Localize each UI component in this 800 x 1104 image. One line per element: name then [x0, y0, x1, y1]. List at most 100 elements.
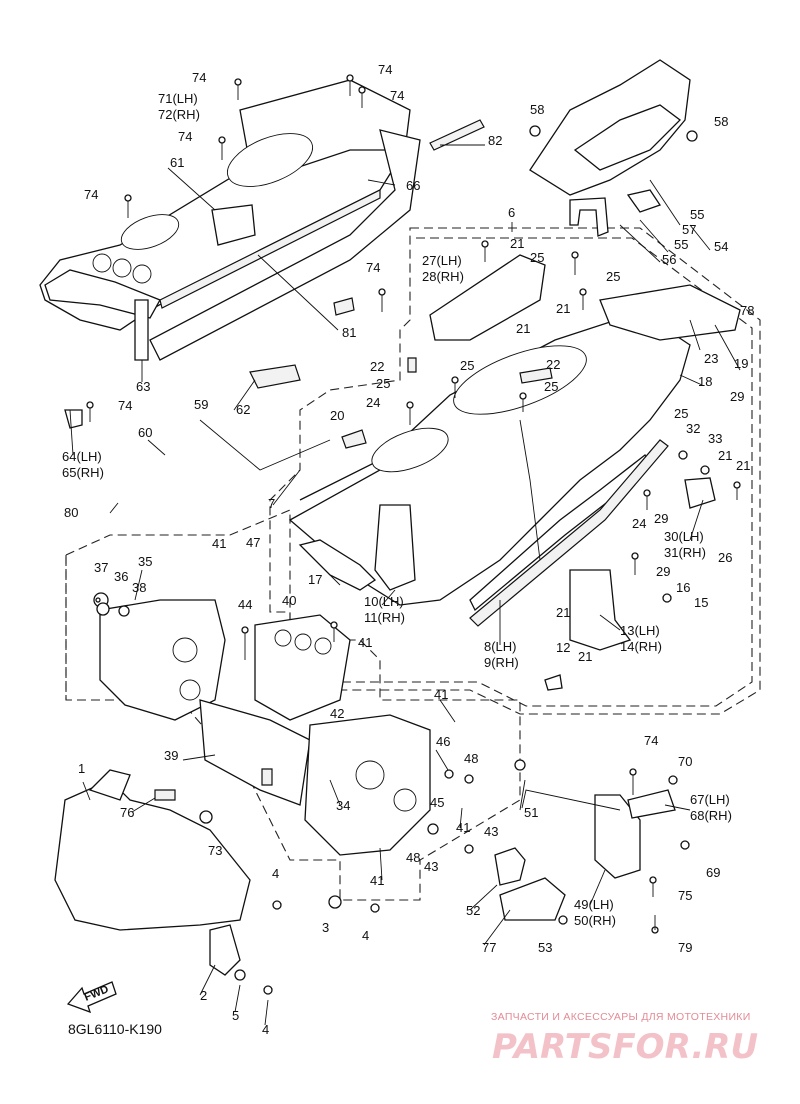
part-label-p76: 76 — [120, 805, 134, 820]
part-label-p43a: 43 — [484, 824, 498, 839]
part-label-p14: 14(RH) — [620, 639, 662, 654]
part-label-p77: 77 — [482, 940, 496, 955]
part-label-p66: 66 — [406, 178, 420, 193]
part-label-p26: 26 — [718, 550, 732, 565]
part-label-p11: 11(RH) — [364, 610, 405, 625]
fasteners — [86, 74, 741, 995]
part-label-p12: 12 — [556, 640, 570, 655]
part-label-p25d: 25 — [376, 376, 390, 391]
part-label-p23: 23 — [704, 351, 718, 366]
part-label-p41c: 41 — [434, 687, 448, 702]
part-label-p71: 71(LH) — [158, 91, 198, 106]
part-label-p4c: 4 — [262, 1022, 269, 1037]
part-label-p78: 78 — [740, 303, 754, 318]
part-label-p21b: 21 — [516, 321, 530, 336]
part-label-p29a: 29 — [730, 389, 744, 404]
part-label-p9: 9(RH) — [484, 655, 519, 670]
part-label-p69: 69 — [706, 865, 720, 880]
part-label-p74b: 74 — [378, 62, 392, 77]
part-label-p34: 34 — [336, 798, 350, 813]
part-label-p21c: 21 — [556, 301, 570, 316]
part-label-p25e: 25 — [544, 379, 558, 394]
rear-bumper — [529, 59, 698, 237]
part-label-p74g: 74 — [118, 398, 132, 413]
part-label-p48b: 48 — [406, 850, 420, 865]
part-label-p80: 80 — [64, 505, 78, 520]
part-label-p19: 19 — [734, 356, 748, 371]
part-label-p20: 20 — [330, 408, 344, 423]
part-label-p56: 56 — [662, 252, 676, 267]
part-label-p45: 45 — [430, 795, 444, 810]
part-label-p32: 32 — [686, 421, 700, 436]
part-label-p24b: 24 — [632, 516, 646, 531]
part-label-p44: 44 — [238, 597, 252, 612]
part-label-p58a: 58 — [530, 102, 544, 117]
part-label-p55b: 55 — [674, 237, 688, 252]
part-label-p2: 2 — [200, 988, 207, 1003]
part-label-p21g: 21 — [578, 649, 592, 664]
front-frame — [54, 592, 676, 976]
part-label-p49: 49(LH) — [574, 897, 614, 912]
part-number-labels: 1234445678(LH)9(RH)10(LH)11(RH)1213(LH)1… — [62, 62, 754, 1037]
diagram-code: 8GL6110-K190 — [68, 1021, 162, 1037]
part-label-p22b: 22 — [546, 357, 560, 372]
part-label-p29b: 29 — [654, 511, 668, 526]
part-label-p38: 38 — [132, 580, 146, 595]
part-label-p24a: 24 — [366, 395, 380, 410]
part-label-p60: 60 — [138, 425, 152, 440]
part-label-p74f: 74 — [366, 260, 380, 275]
part-label-p33: 33 — [708, 431, 722, 446]
part-label-p74a: 74 — [192, 70, 206, 85]
part-label-p21e: 21 — [736, 458, 750, 473]
part-label-p4b: 4 — [362, 928, 369, 943]
part-label-p42: 42 — [330, 706, 344, 721]
part-label-p8: 8(LH) — [484, 639, 517, 654]
part-label-p61: 61 — [170, 155, 184, 170]
part-label-p72: 72(RH) — [158, 107, 200, 122]
part-label-p25c: 25 — [460, 358, 474, 373]
part-label-p48a: 48 — [464, 751, 478, 766]
part-label-p17: 17 — [308, 572, 322, 587]
watermark: ЗАПЧАСТИ И АКСЕССУАРЫ ДЛЯ МОТОТЕХНИКИ PA… — [491, 1011, 758, 1067]
part-label-p1: 1 — [78, 761, 85, 776]
part-label-p15: 15 — [694, 595, 708, 610]
part-label-p5: 5 — [232, 1008, 239, 1023]
part-label-p57: 57 — [682, 222, 696, 237]
part-label-p75: 75 — [678, 888, 692, 903]
part-label-p40: 40 — [282, 593, 296, 608]
part-label-p74d: 74 — [178, 129, 192, 144]
part-label-p28: 28(RH) — [422, 269, 464, 284]
fwd-arrow: FWD — [66, 981, 117, 1014]
part-label-p79: 79 — [678, 940, 692, 955]
part-label-p30: 30(LH) — [664, 529, 704, 544]
part-label-p64: 64(LH) — [62, 449, 102, 464]
part-label-p67: 67(LH) — [690, 792, 730, 807]
seat-base-assembly — [39, 79, 485, 429]
part-label-p31: 31(RH) — [664, 545, 706, 560]
part-label-p21d: 21 — [718, 448, 732, 463]
part-label-p41b: 41 — [358, 635, 372, 650]
part-label-p22a: 22 — [370, 359, 384, 374]
part-label-p74c: 74 — [390, 88, 404, 103]
part-label-p36: 36 — [114, 569, 128, 584]
part-label-p55a: 55 — [690, 207, 704, 222]
leader-lines — [69, 144, 741, 1026]
part-label-p54: 54 — [714, 239, 728, 254]
part-label-p62: 62 — [236, 402, 250, 417]
part-label-p70: 70 — [678, 754, 692, 769]
part-label-p13: 13(LH) — [620, 623, 660, 638]
part-label-p47: 47 — [246, 535, 260, 550]
part-label-p41a: 41 — [212, 536, 226, 551]
part-label-p27: 27(LH) — [422, 253, 462, 268]
group-outlines — [65, 227, 761, 901]
part-label-p3: 3 — [322, 920, 329, 935]
part-label-p65: 65(RH) — [62, 465, 104, 480]
part-label-p41d: 41 — [456, 820, 470, 835]
part-label-p74h: 74 — [644, 733, 658, 748]
part-label-p25f: 25 — [674, 406, 688, 421]
part-label-p21f: 21 — [556, 605, 570, 620]
watermark-brand: PARTSFOR.RU — [492, 1027, 758, 1067]
part-label-p16: 16 — [676, 580, 690, 595]
part-label-p29c: 29 — [656, 564, 670, 579]
